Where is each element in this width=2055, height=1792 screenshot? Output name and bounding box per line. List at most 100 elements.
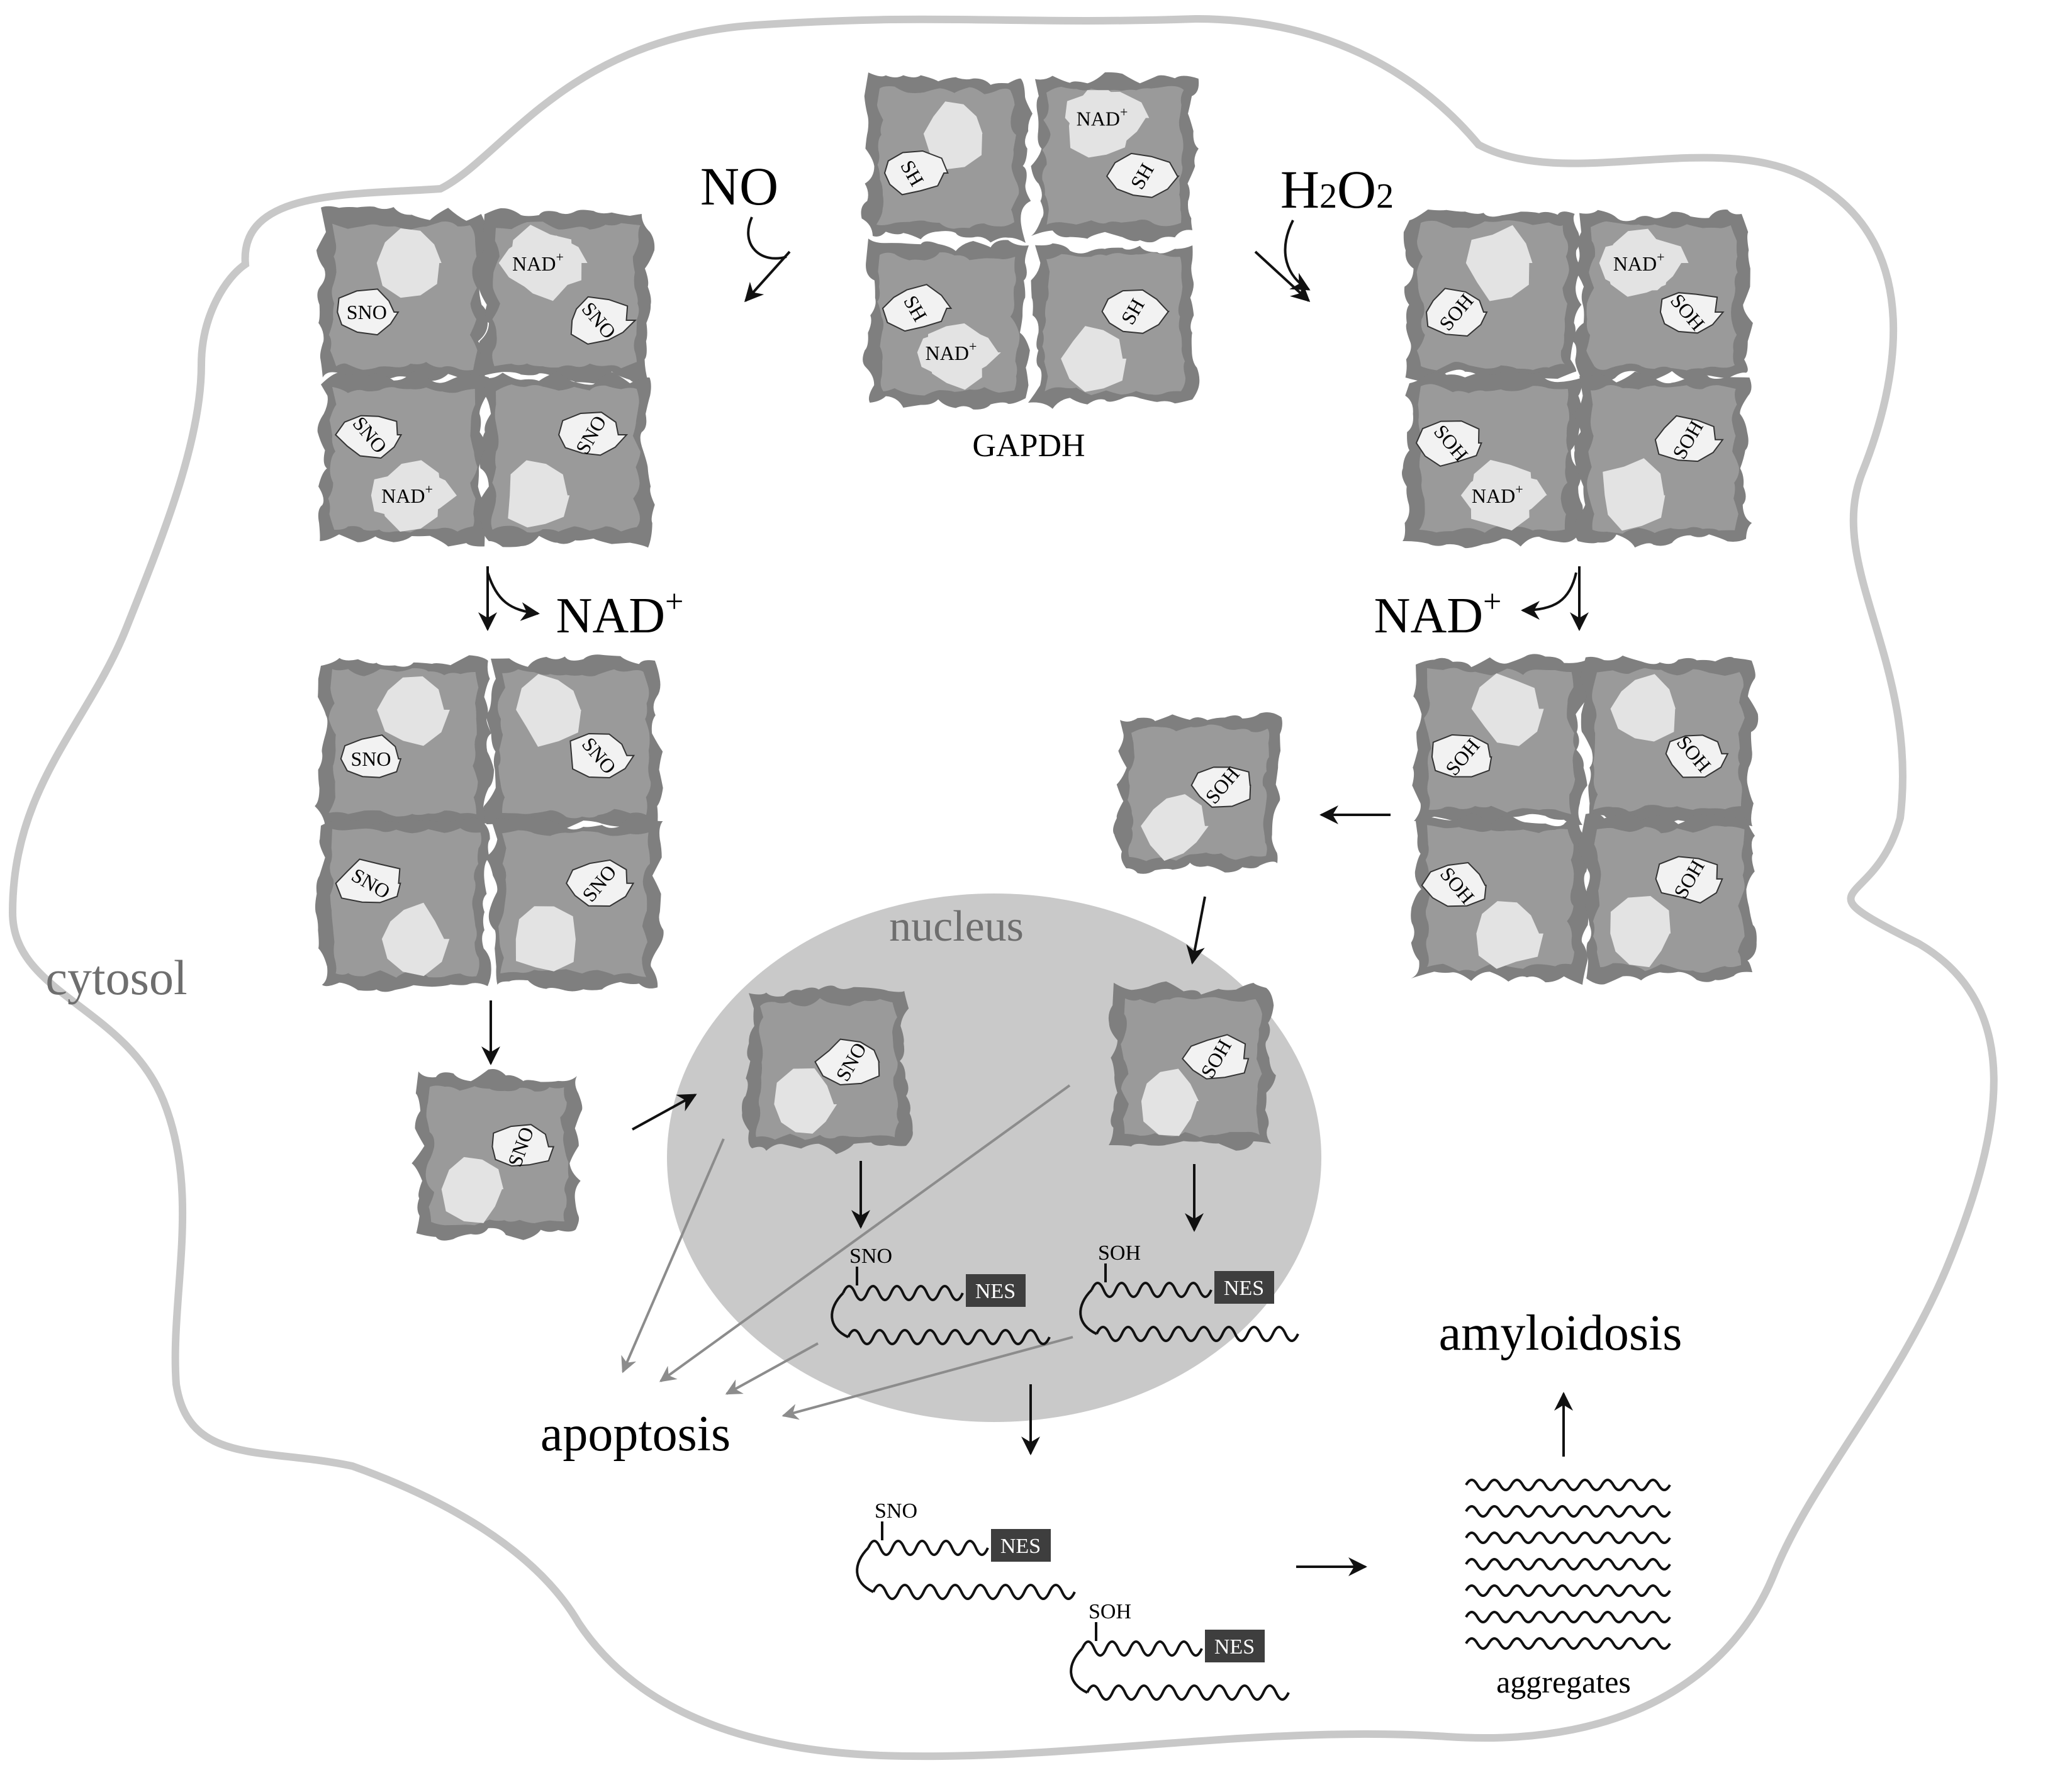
nes-box <box>966 1274 1026 1307</box>
gapdh-subunit: SH <box>861 72 1033 243</box>
cytosol-label: cytosol <box>45 950 187 1005</box>
sno-subunit: SNO <box>315 816 491 992</box>
chain-tag: SOH <box>1089 1600 1131 1623</box>
nad-tag: NAD+ <box>512 249 564 275</box>
soh-subunit: SOH <box>1578 813 1757 985</box>
soh-subunit: SOH <box>1411 812 1589 985</box>
binding-pocket <box>1141 1068 1199 1136</box>
apoptosis-label: apoptosis <box>540 1406 731 1462</box>
aggregate-strand <box>1465 1532 1671 1544</box>
binding-pocket <box>516 674 581 747</box>
sno-subunit: SNO <box>315 655 495 831</box>
soh-chain-nucleus: SOH NES <box>1079 1241 1299 1342</box>
binding-pocket <box>1610 674 1676 742</box>
sno-chain-cytosol: SNO NES <box>856 1499 1076 1600</box>
binding-pocket <box>1603 458 1666 531</box>
nad-tag: NAD+ <box>1077 104 1128 130</box>
nucleus-label: nucleus <box>889 902 1024 951</box>
binding-pocket <box>1061 326 1127 392</box>
soh-subunit: SOH <box>1403 210 1582 383</box>
nad-tag: NAD+ <box>926 339 977 364</box>
sno-subunit: SNO <box>477 371 655 548</box>
soh-chain-cytosol: SOH NES <box>1070 1600 1290 1701</box>
binding-pocket <box>1141 794 1209 861</box>
binding-pocket <box>441 1156 504 1223</box>
binding-pocket <box>381 902 450 977</box>
nad-tag: NAD+ <box>1613 249 1665 275</box>
nad-release-left <box>486 572 540 621</box>
grey-arrow-1 <box>621 1138 725 1374</box>
aggregate-strand <box>1465 1584 1671 1597</box>
nad-right-label: NAD+ <box>1374 584 1502 644</box>
binding-pocket <box>515 906 576 972</box>
sno-chain-nucleus: SNO NES <box>831 1245 1051 1345</box>
chain-tag: SNO <box>875 1499 917 1523</box>
nad-release-right <box>1521 572 1577 620</box>
soh-monomer-nucleus: SOH <box>1108 981 1276 1151</box>
nad-tag: NAD+ <box>381 481 433 507</box>
binding-pocket <box>1610 896 1671 968</box>
sno-monomer-nucleus: SNO <box>742 985 913 1155</box>
nes-label: NES <box>1214 1635 1255 1659</box>
amyloidosis-label: amyloidosis <box>1439 1306 1683 1361</box>
nad-left-label: NAD+ <box>556 584 684 644</box>
binding-pocket <box>774 1068 837 1134</box>
sno-subunit: SNO <box>483 654 663 830</box>
modification-tag: SNO <box>350 748 391 770</box>
arrow-to-nucleus-soh <box>1186 896 1206 965</box>
modification-tag: SNO <box>347 301 387 323</box>
gapdh-subunit: SH <box>1028 243 1200 409</box>
gapdh-label: GAPDH <box>972 428 1085 464</box>
arrow-to-nucleus-sno <box>632 1094 697 1131</box>
nes-box <box>991 1529 1051 1562</box>
chain-tag: SNO <box>849 1245 892 1268</box>
sno-subunit: SNO <box>484 814 664 992</box>
aggregate-strand <box>1465 1558 1671 1571</box>
cell-membrane <box>8 14 1998 1761</box>
aggregates <box>1465 1479 1671 1650</box>
soh-monomer-cytosol: SOH <box>1113 712 1282 874</box>
aggregate-strand <box>1465 1505 1671 1518</box>
h2o2-arrow-main <box>1254 250 1311 303</box>
soh-subunit: SOH <box>1412 654 1591 827</box>
sno-monomer-cytosol: SNO <box>412 1068 583 1241</box>
sno-subunit: SNO <box>316 206 491 384</box>
binding-pocket <box>1476 901 1543 969</box>
nes-box <box>1205 1630 1265 1662</box>
nes-label: NES <box>1000 1535 1041 1558</box>
aggregate-strand <box>1465 1637 1671 1650</box>
no-arrow-main <box>744 250 791 303</box>
nes-label: NES <box>975 1280 1016 1303</box>
soh-subunit: SOH <box>1579 655 1759 829</box>
h2o2-label: H2O2 <box>1280 159 1394 220</box>
binding-pocket <box>923 101 983 170</box>
aggregate-strand <box>1465 1479 1671 1491</box>
binding-pocket <box>376 228 442 298</box>
h2o2-arrow <box>1284 220 1311 291</box>
nes-label: NES <box>1224 1277 1264 1300</box>
binding-pocket <box>377 676 450 746</box>
grey-arrow-2 <box>659 1084 1071 1382</box>
no-label: NO <box>700 156 778 216</box>
grey-arrow-4 <box>781 1336 1073 1420</box>
nes-box <box>1214 1271 1274 1304</box>
soh-subunit: SOH <box>1572 371 1752 548</box>
binding-pocket <box>1465 225 1533 301</box>
binding-pocket <box>508 460 570 528</box>
binding-pocket <box>1471 673 1544 746</box>
chain-tag: SOH <box>1098 1241 1141 1265</box>
nad-tag: NAD+ <box>1472 481 1523 507</box>
no-arrow <box>747 216 787 260</box>
